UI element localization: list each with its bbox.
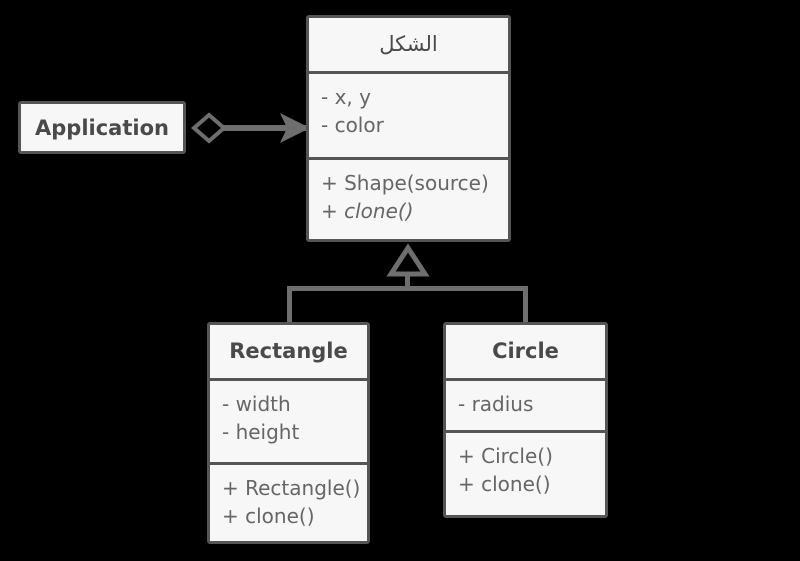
attribute-item: - radius	[458, 392, 534, 416]
method-item-abstract: + clone()	[321, 199, 414, 224]
class-name-application: Application	[35, 115, 169, 140]
attribute-item: - width	[222, 392, 291, 416]
class-box-application[interactable]: Application	[18, 101, 186, 154]
class-name-rectangle: Rectangle	[210, 325, 367, 378]
inheritance-branch-circle	[523, 286, 528, 324]
class-attributes-rectangle: - width - height	[210, 378, 367, 462]
class-methods-circle: + Circle() + clone()	[446, 430, 605, 515]
class-box-circle[interactable]: Circle - radius + Circle() + clone()	[443, 322, 608, 518]
method-item: + Rectangle()	[222, 476, 361, 500]
method-item: + clone()	[222, 504, 315, 529]
class-attributes-circle: - radius	[446, 378, 605, 430]
class-box-shape[interactable]: الشكل - x, y - color + Shape(source) + c…	[306, 15, 511, 242]
class-name-circle: Circle	[446, 325, 605, 378]
hollow-diamond-icon	[190, 112, 228, 144]
class-attributes-shape: - x, y - color	[309, 71, 508, 157]
method-item: + Shape(source)	[321, 171, 489, 195]
class-box-rectangle[interactable]: Rectangle - width - height + Rectangle()…	[207, 322, 370, 544]
attribute-item: - color	[321, 113, 384, 138]
method-item: + clone()	[458, 472, 551, 497]
class-methods-shape: + Shape(source) + clone()	[309, 157, 508, 239]
attribute-item: - height	[222, 420, 300, 445]
method-item: + Circle()	[458, 444, 553, 468]
class-methods-rectangle: + Rectangle() + clone()	[210, 462, 367, 541]
inheritance-branch-rectangle	[287, 286, 292, 324]
inheritance-bus	[287, 286, 528, 291]
inheritance-stem	[405, 272, 410, 291]
class-name-shape: الشكل	[309, 18, 508, 71]
aggregation-line	[219, 125, 311, 131]
attribute-item: - x, y	[321, 85, 371, 109]
filled-arrow-icon	[280, 113, 310, 143]
